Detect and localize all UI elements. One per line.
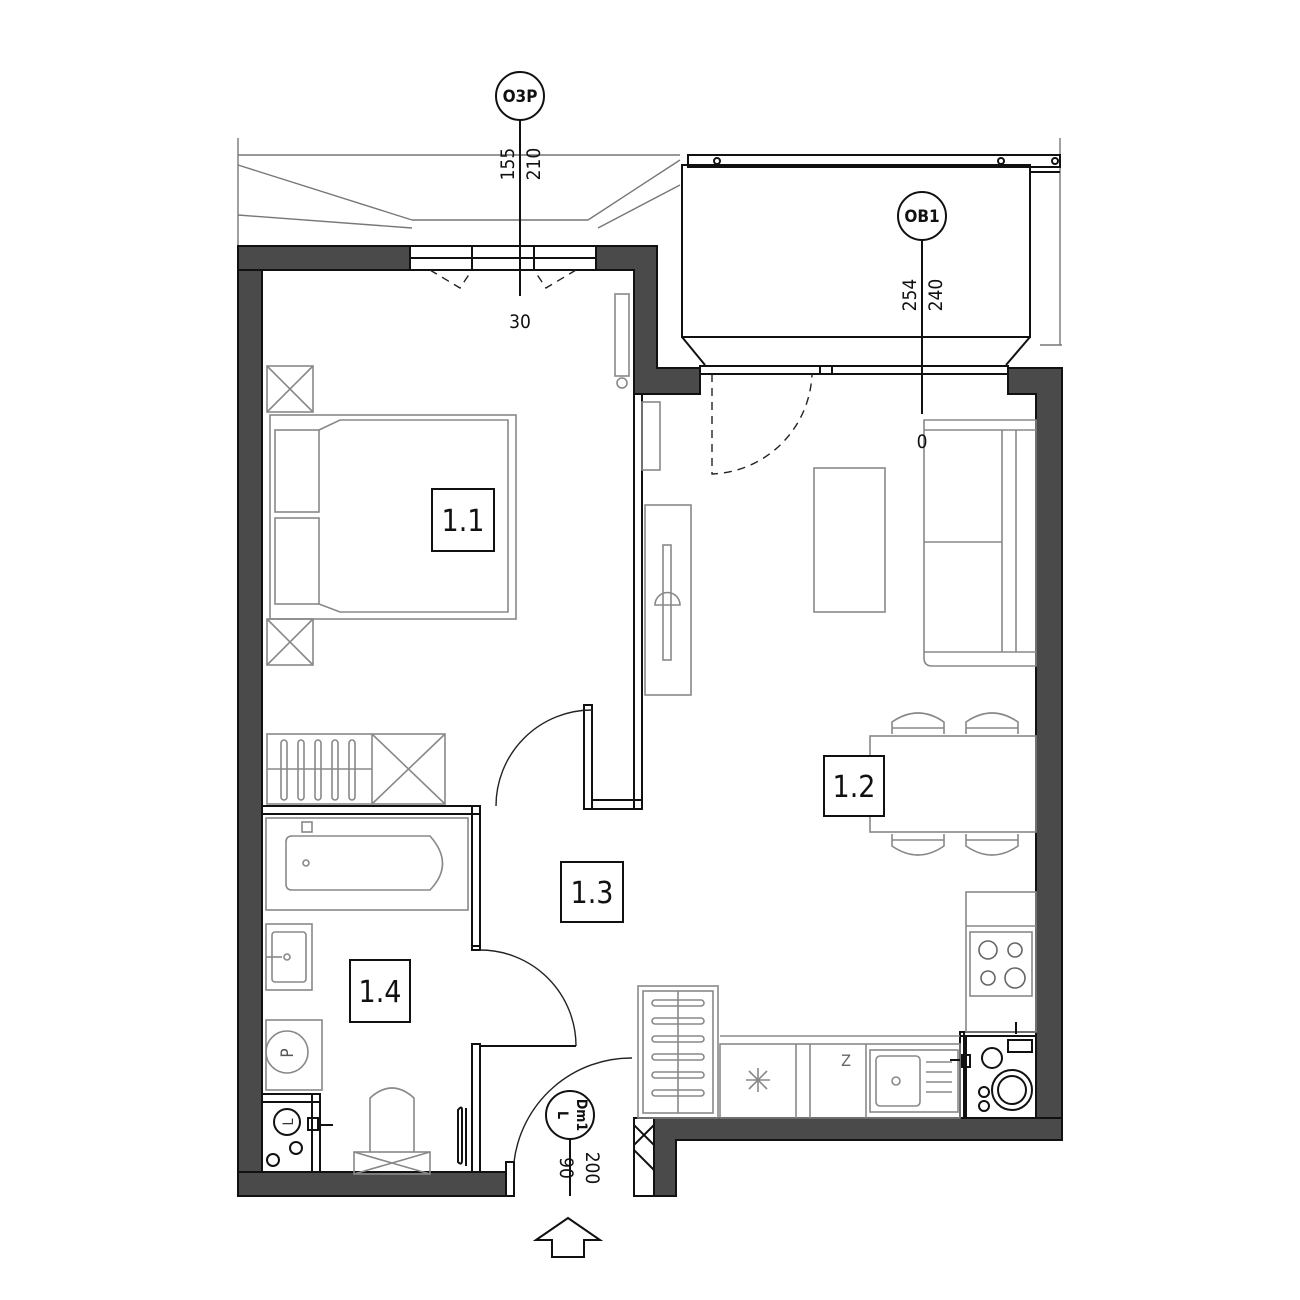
partitions: [261, 393, 1037, 1173]
svg-text:1.1: 1.1: [442, 504, 485, 539]
svg-text:200: 200: [581, 1152, 603, 1185]
washer-icon: [265, 1019, 323, 1091]
door-bedroom: [495, 704, 593, 810]
boiler-icon: [950, 1022, 1037, 1119]
fridge-icon: [637, 985, 719, 1119]
washbasin-icon: [265, 923, 313, 991]
tv-icon: [641, 401, 692, 696]
radiator-icon: [614, 293, 630, 389]
svg-text:155: 155: [497, 148, 519, 181]
nightstands: [266, 365, 314, 666]
walls: [237, 245, 1063, 1197]
svg-text:1.3: 1.3: [571, 876, 614, 911]
towel-radiator: [457, 1106, 467, 1166]
bathtub-icon: [265, 817, 469, 911]
svg-text:240: 240: [925, 279, 947, 312]
svg-text:30: 30: [509, 311, 531, 333]
freezer-star-icon: [746, 1068, 770, 1092]
svg-text:254: 254: [899, 279, 921, 312]
table-icon: [869, 735, 1037, 833]
svg-text:L: L: [554, 1111, 570, 1119]
boiler-label: L: [281, 1118, 297, 1125]
sofa-icon: [923, 419, 1037, 667]
door-bathroom: [471, 945, 577, 1047]
svg-text:90: 90: [555, 1157, 577, 1179]
sink-icon: [869, 1049, 959, 1113]
fridge-label: Z: [841, 1051, 851, 1070]
room-label-1-2: 1.1: [431, 488, 495, 552]
window-tag-o3p: O3P 155 210 30: [495, 71, 545, 333]
door-tag-dm1: Dm1 L 90 200: [545, 1090, 603, 1196]
wardrobe-icon: [266, 733, 446, 805]
hob-icon: [969, 931, 1033, 997]
svg-text:1.2: 1.2: [833, 770, 876, 805]
coffee-table: [813, 467, 886, 613]
kitchen-counter: [719, 891, 1037, 1119]
bathroom-boiler: [261, 1101, 333, 1173]
room-label-1-3: 1.3: [560, 861, 624, 923]
svg-text:Dm1: Dm1: [573, 1099, 589, 1131]
svg-text:OB1: OB1: [904, 207, 939, 227]
door-entrance: [505, 1057, 633, 1197]
room-label-1-4: 1.4: [349, 959, 411, 1023]
svg-text:1.4: 1.4: [359, 975, 402, 1010]
toilet-icon: [353, 1087, 431, 1175]
balcony: [681, 154, 1061, 366]
window-o3p: [409, 245, 597, 289]
svg-text:O3P: O3P: [503, 87, 538, 107]
svg-text:210: 210: [523, 148, 545, 181]
entrance-arrow-icon: [532, 1216, 604, 1258]
room-label-1-1: 1.2: [823, 755, 885, 817]
washer-label: P: [278, 1048, 298, 1057]
bed-icon: [269, 414, 517, 620]
svg-text:0: 0: [917, 431, 928, 453]
window-ob1: [699, 365, 1009, 475]
chair-icon: [891, 712, 1019, 856]
window-tag-ob1: OB1 254 240 0: [897, 191, 947, 453]
